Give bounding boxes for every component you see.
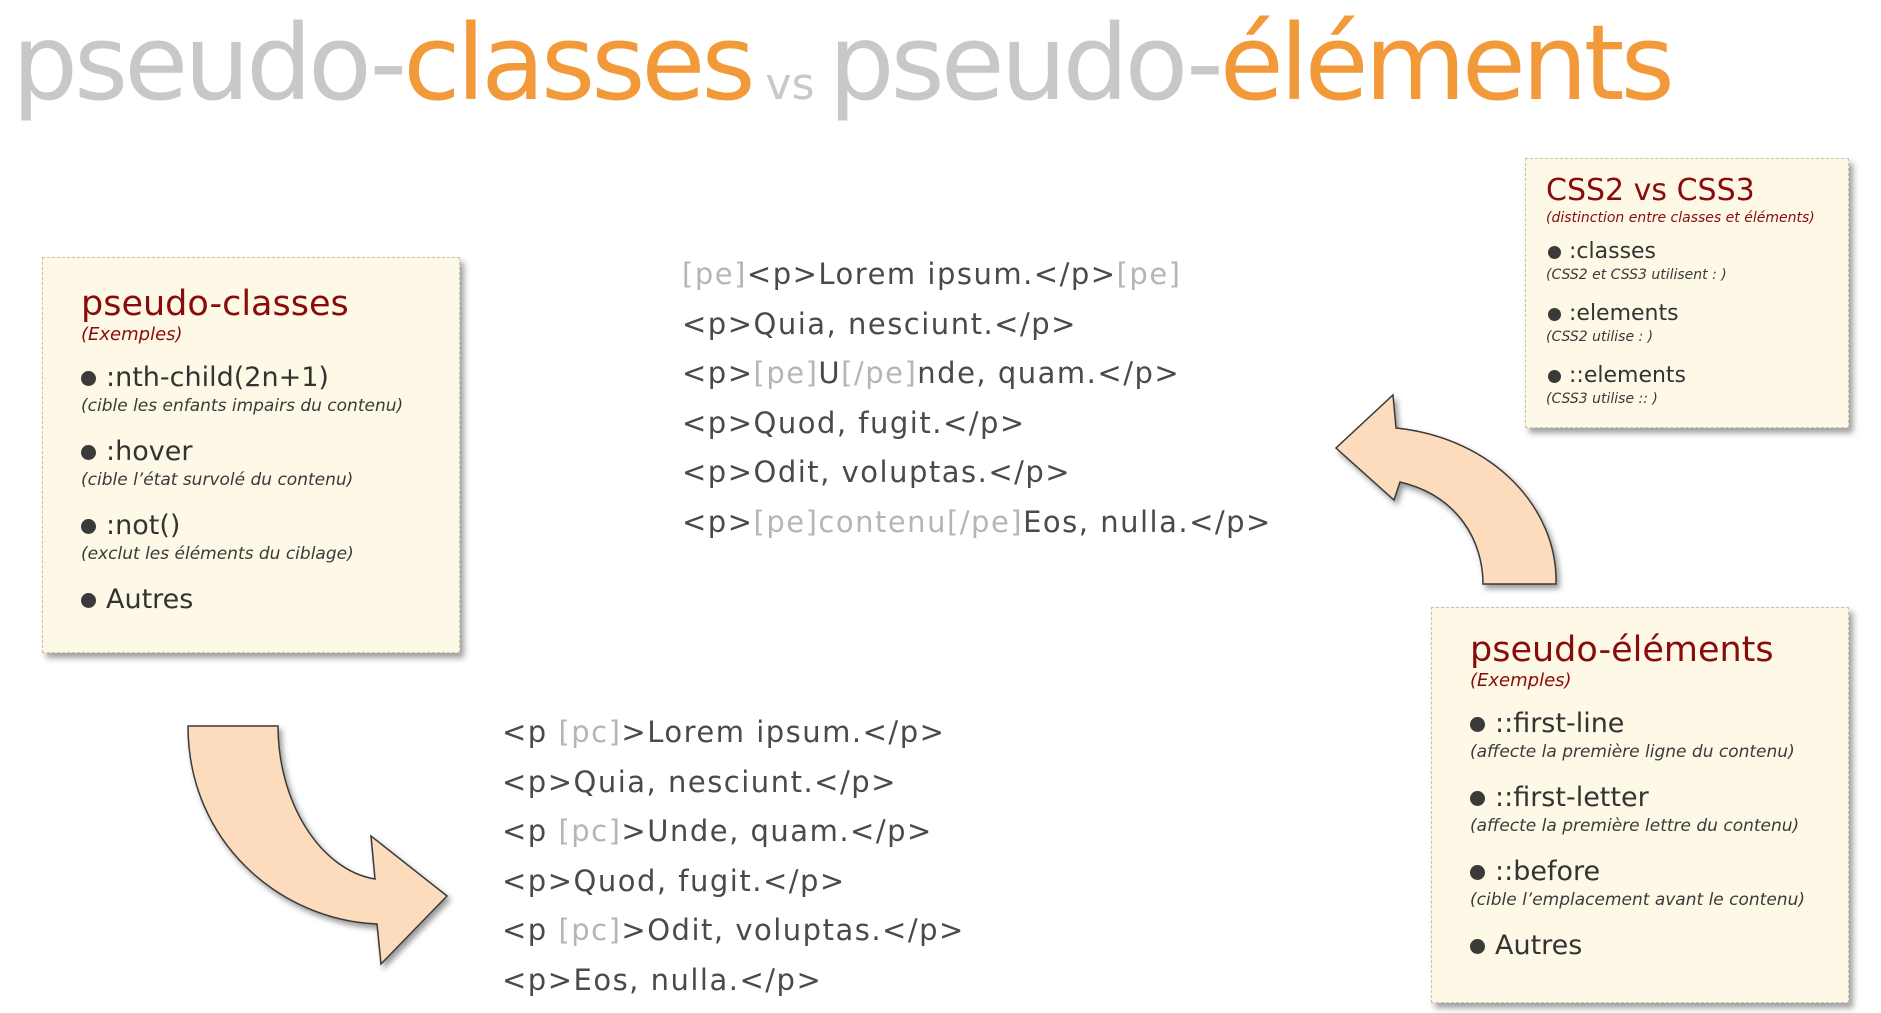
code-line: <p>Quod, fugit.</p>: [502, 857, 965, 907]
list-item: :classes(CSS2 et CSS3 utilisent : ): [1546, 237, 1848, 299]
pe-marker: [/pe]: [841, 356, 918, 391]
code-text: <p>Quod, fugit.</p>: [682, 405, 1026, 440]
pseudo-elements-box-title: pseudo-éléments: [1470, 630, 1774, 670]
code-sample-pseudo-elements: [pe]<p>Lorem ipsum.</p>[pe] <p>Quia, nes…: [682, 250, 1272, 548]
pc-marker: [pc]: [558, 814, 622, 849]
item-label: ::first-line: [1482, 706, 1848, 742]
code-line: [pe]<p>Lorem ipsum.</p>[pe]: [682, 250, 1272, 300]
pe-content-marker: contenu: [818, 504, 947, 539]
code-line: <p>Odit, voluptas.</p>: [682, 448, 1272, 498]
pseudo-elements-box-subtitle: (Exemples): [1470, 670, 1572, 691]
pe-marker: [pe]: [753, 504, 819, 539]
pseudo-elements-list: ::first-line(affecte la première ligne d…: [1470, 706, 1848, 1002]
list-item: ::first-letter(affecte la première lettr…: [1470, 780, 1848, 854]
item-label: :classes: [1558, 237, 1848, 267]
code-line: <p>Quod, fugit.</p>: [682, 399, 1272, 449]
item-label: ::elements: [1558, 361, 1848, 391]
code-text: <p>: [682, 504, 754, 539]
code-sample-pseudo-classes: <p [pc]>Lorem ipsum.</p> <p>Quia, nesciu…: [502, 708, 965, 1006]
list-item: Autres: [81, 582, 459, 656]
list-item: Autres: [1470, 928, 1848, 1002]
item-description: (affecte la première ligne du contenu): [1470, 742, 1795, 762]
list-item: ::elements(CSS3 utilise :: ): [1546, 361, 1848, 423]
pe-marker: [pe]: [1116, 257, 1182, 291]
css2-vs-css3-box: CSS2 vs CSS3 (distinction entre classes …: [1525, 158, 1849, 428]
code-text: <p: [502, 814, 559, 849]
code-text: <p>Lorem ipsum.</p>: [746, 257, 1117, 291]
code-text: >Lorem ipsum.</p>: [621, 715, 946, 749]
pe-marker: [/pe]: [946, 504, 1024, 539]
code-text: <p: [502, 913, 559, 948]
code-text: <p>Eos, nulla.</p>: [502, 962, 823, 997]
code-text: >Odit, voluptas.</p>: [621, 913, 965, 948]
pseudo-classes-box-subtitle: (Exemples): [81, 324, 183, 345]
title-accent-2: éléments: [1219, 2, 1675, 124]
css-box-subtitle: (distinction entre classes et éléments): [1546, 210, 1815, 226]
item-description: (CSS3 utilise :: ): [1546, 391, 1658, 407]
pc-marker: [pc]: [558, 913, 622, 948]
pseudo-classes-box: pseudo-classes (Exemples) :nth-child(2n+…: [42, 257, 460, 653]
code-text: U: [818, 356, 842, 391]
item-label: ::first-letter: [1482, 780, 1848, 816]
item-description: (exclut les éléments du ciblage): [81, 544, 354, 564]
list-item: :elements(CSS2 utilise : ): [1546, 299, 1848, 361]
item-label: :hover: [93, 434, 459, 470]
code-text: <p>Quia, nesciunt.</p>: [682, 306, 1077, 341]
item-label: ::before: [1482, 854, 1848, 890]
code-text: nde, quam.</p>: [917, 356, 1181, 391]
pc-marker: [pc]: [558, 715, 622, 749]
code-text: <p>: [682, 356, 754, 391]
item-label: :not(): [93, 508, 459, 544]
code-text: Eos, nulla.</p>: [1023, 504, 1272, 539]
css-box-list: :classes(CSS2 et CSS3 utilisent : ) :ele…: [1546, 237, 1848, 423]
code-line: <p>Quia, nesciunt.</p>: [682, 300, 1272, 350]
list-item: :not()(exclut les éléments du ciblage): [81, 508, 459, 582]
code-text: <p>Quia, nesciunt.</p>: [502, 764, 897, 799]
title-prefix-2: pseudo-: [828, 2, 1224, 124]
pseudo-elements-box: pseudo-éléments (Exemples) ::first-line(…: [1431, 607, 1849, 1003]
pseudo-classes-list: :nth-child(2n+1)(cible les enfants impai…: [81, 360, 459, 656]
code-line: <p>[pe]U[/pe]nde, quam.</p>: [682, 349, 1272, 399]
code-line: <p>Eos, nulla.</p>: [502, 956, 965, 1006]
list-item: :nth-child(2n+1)(cible les enfants impai…: [81, 360, 459, 434]
item-description: (cible les enfants impairs du contenu): [81, 396, 404, 416]
item-description: (cible l’emplacement avant le contenu): [1470, 890, 1805, 910]
code-line: <p [pc]>Unde, quam.</p>: [502, 807, 965, 857]
code-line: <p [pc]>Odit, voluptas.</p>: [502, 906, 965, 956]
code-text: >Unde, quam.</p>: [621, 814, 933, 849]
code-text: <p>Quod, fugit.</p>: [502, 863, 846, 898]
pe-marker: [pe]: [753, 356, 819, 391]
code-line: <p [pc]>Lorem ipsum.</p>: [502, 708, 965, 758]
item-description: (CSS2 et CSS3 utilisent : ): [1546, 267, 1727, 283]
item-label: :elements: [1558, 299, 1848, 329]
list-item: ::before(cible l’emplacement avant le co…: [1470, 854, 1848, 928]
title-vs: vs: [765, 59, 815, 110]
curved-arrow-down-right-icon: [187, 725, 449, 966]
pseudo-classes-box-title: pseudo-classes: [81, 284, 349, 324]
title-prefix-1: pseudo-: [12, 2, 407, 124]
code-text: <p>Odit, voluptas.</p>: [682, 455, 1072, 490]
css-box-title: CSS2 vs CSS3: [1546, 173, 1755, 208]
list-item: ::first-line(affecte la première ligne d…: [1470, 706, 1848, 780]
code-text: <p: [502, 715, 559, 749]
code-line: <p>Quia, nesciunt.</p>: [502, 758, 965, 808]
item-description: (CSS2 utilise : ): [1546, 329, 1654, 345]
item-label: Autres: [1482, 928, 1848, 964]
list-item: :hover(cible l’état survolé du contenu): [81, 434, 459, 508]
item-description: (affecte la première lettre du contenu): [1470, 816, 1800, 836]
item-label: :nth-child(2n+1): [93, 360, 459, 396]
title-accent-1: classes: [403, 2, 755, 124]
pe-marker: [pe]: [682, 257, 747, 291]
item-description: (cible l’état survolé du contenu): [81, 470, 354, 490]
item-label: Autres: [93, 582, 459, 618]
code-line: <p>[pe]contenu[/pe]Eos, nulla.</p>: [682, 498, 1272, 548]
curved-arrow-up-left-icon: [1334, 393, 1557, 585]
